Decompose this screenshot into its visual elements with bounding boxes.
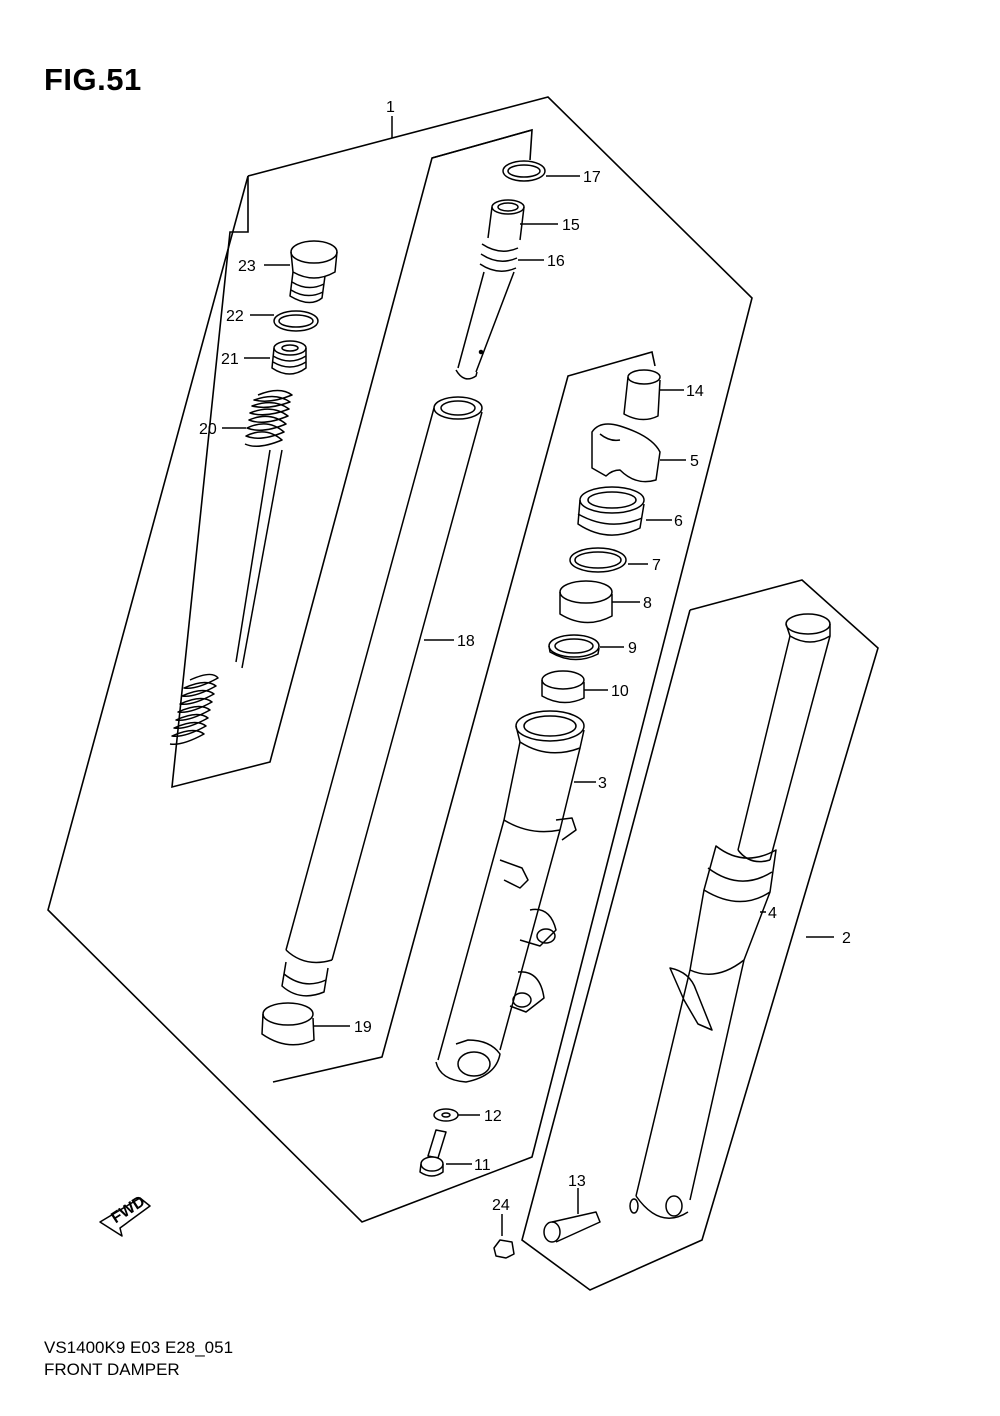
outer-frame-assembly-1 (47, 96, 753, 1223)
spring-part (169, 389, 293, 746)
bushing-part-10 (541, 670, 585, 704)
callout-14: 14 (686, 383, 704, 400)
callout-12: 12 (484, 1108, 502, 1125)
callout-8: 8 (643, 595, 652, 612)
bolt-part-13 (543, 1211, 601, 1243)
callout-4: 4 (768, 905, 777, 922)
inner-frame-center (272, 350, 656, 1083)
callout-7: 7 (652, 557, 661, 574)
collar-part-14 (623, 369, 661, 421)
callout-20: 20 (199, 421, 217, 438)
inner-frame-spring-set (171, 129, 533, 789)
oil-seal-part-6 (577, 486, 645, 536)
figure-title: FIG.51 (44, 62, 142, 97)
callout-5: 5 (690, 453, 699, 470)
callout-10: 10 (611, 683, 629, 700)
cylinder-part (281, 396, 483, 997)
callout-22: 22 (226, 308, 244, 325)
callout-18: 18 (457, 633, 475, 650)
damper-rod-part (455, 199, 525, 380)
callout-19: 19 (354, 1019, 372, 1036)
outer-frame-assembly-2 (521, 579, 879, 1291)
callout-11: 11 (474, 1157, 491, 1174)
cap-bolt-part (289, 240, 338, 304)
callout-21: 21 (221, 351, 239, 368)
assembly-frames (47, 96, 879, 1291)
inner-tube-assembly-2 (629, 613, 831, 1219)
outer-tube-part-3 (435, 710, 585, 1083)
callout-9: 9 (628, 640, 637, 657)
callout-23: 23 (238, 258, 256, 275)
spacer-part-8 (559, 580, 613, 624)
bushing-part-19 (261, 1002, 315, 1046)
cover-part-5 (591, 423, 661, 483)
callout-13: 13 (568, 1173, 586, 1190)
callout-2: 2 (842, 930, 851, 947)
callout-6: 6 (674, 513, 683, 530)
footer-diagram-name: FRONT DAMPER (44, 1360, 180, 1379)
footer-diagram-code: VS1400K9 E03 E28_051 (44, 1338, 234, 1357)
callout-3: 3 (598, 775, 607, 792)
callout-15: 15 (562, 217, 580, 234)
fwd-arrow-icon: FWD (99, 1193, 151, 1237)
ring-part-7 (569, 547, 627, 573)
o-ring-part-22 (273, 310, 319, 332)
ring-part-17 (502, 160, 546, 182)
callout-17: 17 (583, 169, 601, 186)
callout-24: 24 (492, 1197, 510, 1214)
inner-frame-cylinder (431, 128, 533, 161)
bolt-part-11 (419, 1129, 447, 1177)
callout-16: 16 (547, 253, 565, 270)
cap-part-24 (493, 1239, 515, 1259)
washer-part-12 (433, 1108, 459, 1122)
spacer-nut-part (271, 340, 307, 375)
callout-1: 1 (386, 99, 395, 116)
leader-lines (222, 116, 834, 1236)
ring-part-9 (548, 634, 600, 661)
callout-labels: 1 2 3 4 5 6 7 8 9 10 11 12 13 14 15 16 1… (199, 99, 851, 1214)
